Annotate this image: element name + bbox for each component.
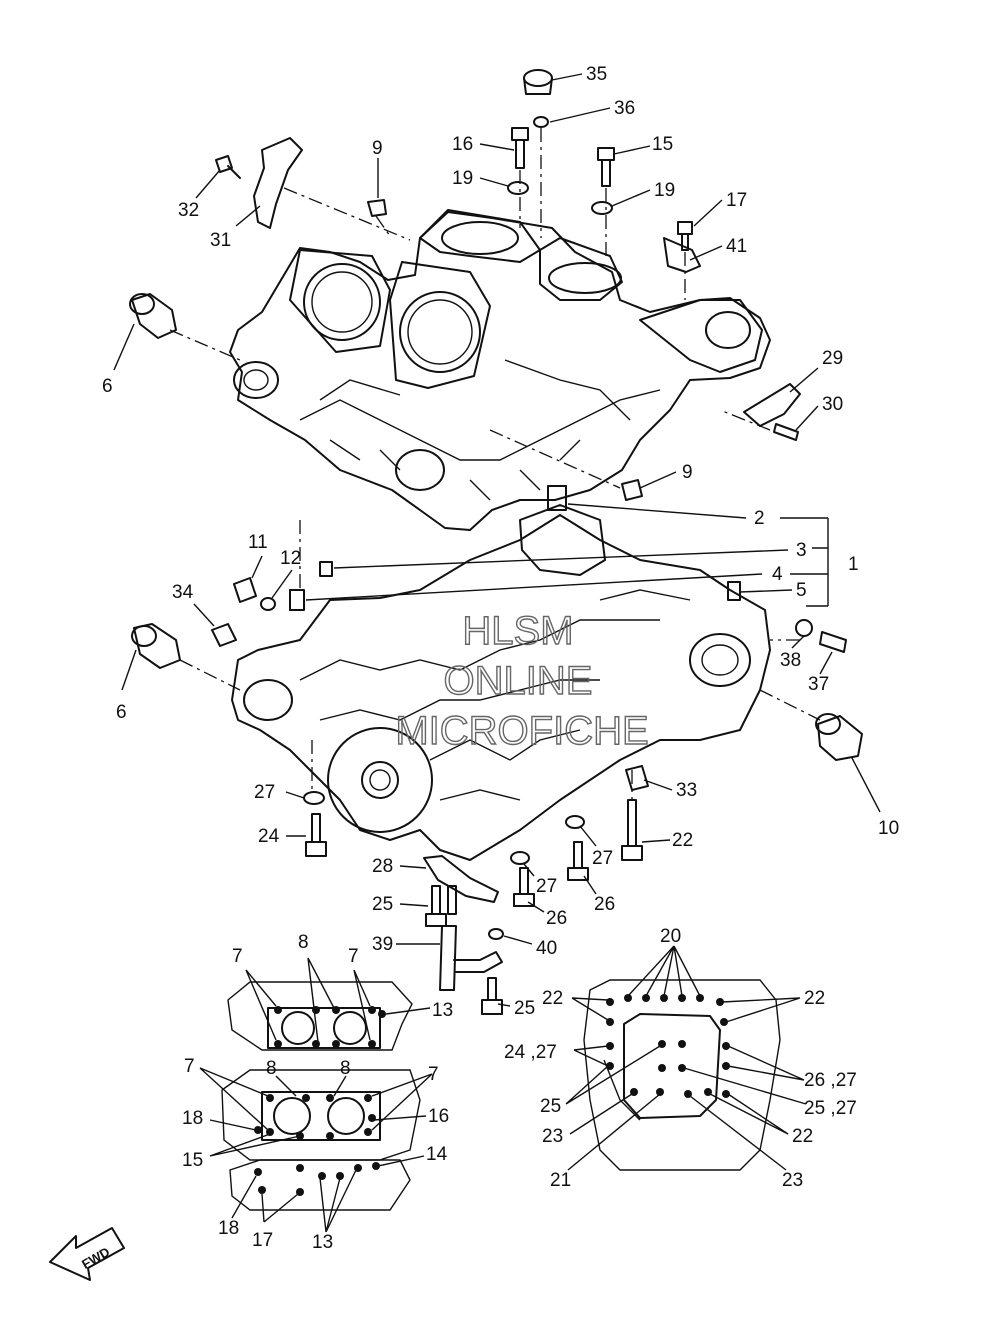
detail-callout-18: 18 [218, 1218, 239, 1239]
detail-callout-26-27: 26 ,27 [804, 1070, 857, 1091]
callout-25: 25 [372, 894, 393, 915]
watermark-line-1: HLSM [462, 609, 573, 653]
forward-direction-arrow: FWD [49, 1227, 125, 1281]
watermark-line-3: MICROFICHE [395, 709, 648, 753]
callout-9: 9 [372, 138, 383, 159]
detail-callout-22: 22 [804, 988, 825, 1009]
small-parts [129, 69, 863, 1015]
callout-10: 10 [878, 818, 899, 839]
callout-2: 2 [754, 508, 765, 529]
callout-22: 22 [672, 830, 693, 851]
callout-40: 40 [536, 938, 557, 959]
callout-12: 12 [280, 548, 301, 569]
fwd-arrow-icon [49, 1227, 125, 1281]
callout-4: 4 [772, 564, 783, 585]
detail-callout-22: 22 [542, 988, 563, 1009]
callout-35: 35 [586, 64, 607, 85]
callout-41: 41 [726, 236, 747, 257]
detail-callout-25-27: 25 ,27 [804, 1098, 857, 1119]
assembly-lines [169, 128, 821, 800]
detail-callout-13: 13 [312, 1232, 333, 1253]
fwd-label: FWD [79, 1244, 112, 1272]
callout-32: 32 [178, 200, 199, 221]
detail-callout-16: 16 [428, 1106, 449, 1127]
callout-15: 15 [652, 134, 673, 155]
detail-callout-8: 8 [298, 932, 309, 953]
callout-19: 19 [654, 180, 675, 201]
detail-callout-24-27: 24 ,27 [504, 1042, 557, 1063]
callout-34: 34 [172, 582, 194, 603]
callout-27: 27 [254, 782, 275, 803]
detail-callout-8: 8 [340, 1058, 351, 1079]
detail-callout-14: 14 [426, 1144, 448, 1165]
watermark: HLSM ONLINE MICROFICHE [395, 608, 650, 753]
detail-callout-23: 23 [782, 1170, 803, 1191]
callout-labels: 35 36 16 15 19 19 17 41 9 32 31 6 29 30 … [102, 64, 899, 1253]
callout-24: 24 [258, 826, 280, 847]
callout-36: 36 [614, 98, 635, 119]
detail-callout-7: 7 [184, 1056, 195, 1077]
callout-27: 27 [536, 876, 557, 897]
callout-6: 6 [116, 702, 127, 723]
callout-6: 6 [102, 376, 113, 397]
callout-3: 3 [796, 540, 807, 561]
callout-28: 28 [372, 856, 393, 877]
callout-1: 1 [848, 554, 859, 575]
callout-19: 19 [452, 168, 473, 189]
detail-callout-13: 13 [432, 1000, 453, 1021]
detail-callout-7: 7 [232, 946, 243, 967]
detail-callout-20: 20 [660, 926, 681, 947]
watermark-line-2: ONLINE [444, 659, 593, 703]
callout-29: 29 [822, 348, 843, 369]
callout-25: 25 [514, 998, 535, 1019]
callout-17: 17 [726, 190, 747, 211]
callout-11: 11 [248, 532, 268, 553]
callout-16: 16 [452, 134, 473, 155]
detail-callout-22: 22 [792, 1126, 813, 1147]
detail-callout-21: 21 [550, 1170, 571, 1191]
detail-callout-17: 17 [252, 1230, 273, 1251]
callout-31: 31 [210, 230, 231, 251]
bolt-position-dots [254, 994, 730, 1196]
callout-27: 27 [592, 848, 613, 869]
detail-callout-7: 7 [428, 1064, 439, 1085]
callout-37: 37 [808, 674, 829, 695]
detail-callout-23: 23 [542, 1126, 563, 1147]
callout-39: 39 [372, 934, 393, 955]
callout-9: 9 [682, 462, 693, 483]
detail-callout-25: 25 [540, 1096, 561, 1117]
callout-5: 5 [796, 580, 807, 601]
upper-crankcase [229, 209, 771, 531]
callout-26: 26 [594, 894, 615, 915]
detail-callout-7: 7 [348, 946, 359, 967]
callout-30: 30 [822, 394, 843, 415]
leader-lines [113, 73, 881, 1233]
callout-33: 33 [676, 780, 697, 801]
callout-38: 38 [780, 650, 801, 671]
callout-26: 26 [546, 908, 567, 929]
detail-callout-18: 18 [182, 1108, 203, 1129]
detail-callout-8: 8 [266, 1058, 277, 1079]
detail-callout-15: 15 [182, 1150, 203, 1171]
